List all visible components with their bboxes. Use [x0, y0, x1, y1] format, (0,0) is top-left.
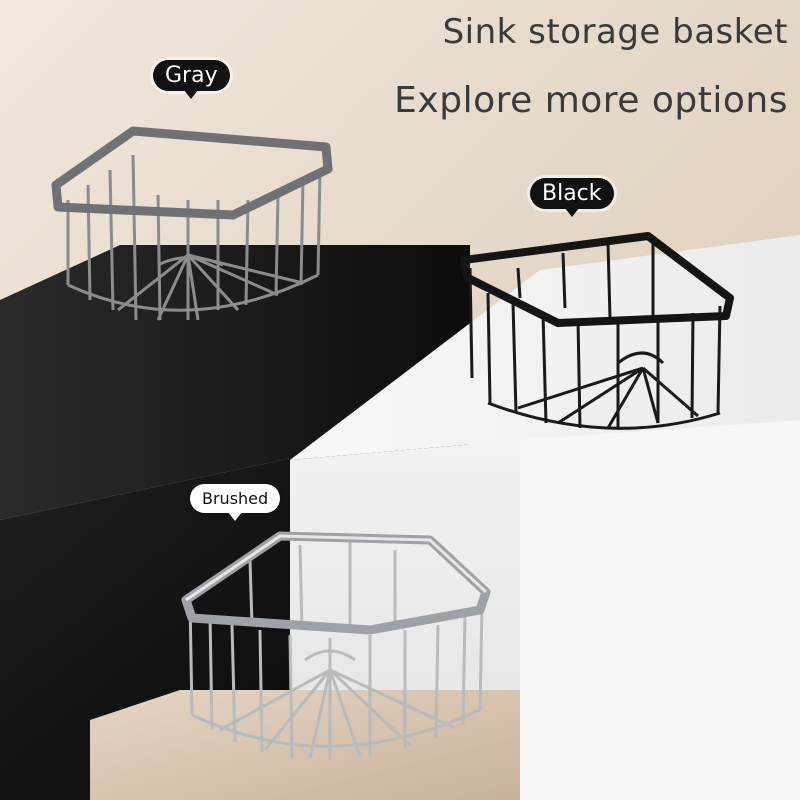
black-block-top: [0, 245, 470, 520]
white-block-side: [520, 420, 800, 800]
variant-tag-brushed: Brushed: [190, 484, 281, 521]
brushed-basket-image: [181, 531, 491, 760]
page-subtitle: Explore more options: [394, 80, 788, 121]
page-title: Sink storage basket: [442, 12, 788, 52]
variant-tag-gray: Gray: [153, 60, 230, 99]
variant-tag-black: Black: [530, 178, 614, 217]
gray-basket-image: [51, 126, 333, 321]
black-basket-image: [460, 232, 734, 430]
